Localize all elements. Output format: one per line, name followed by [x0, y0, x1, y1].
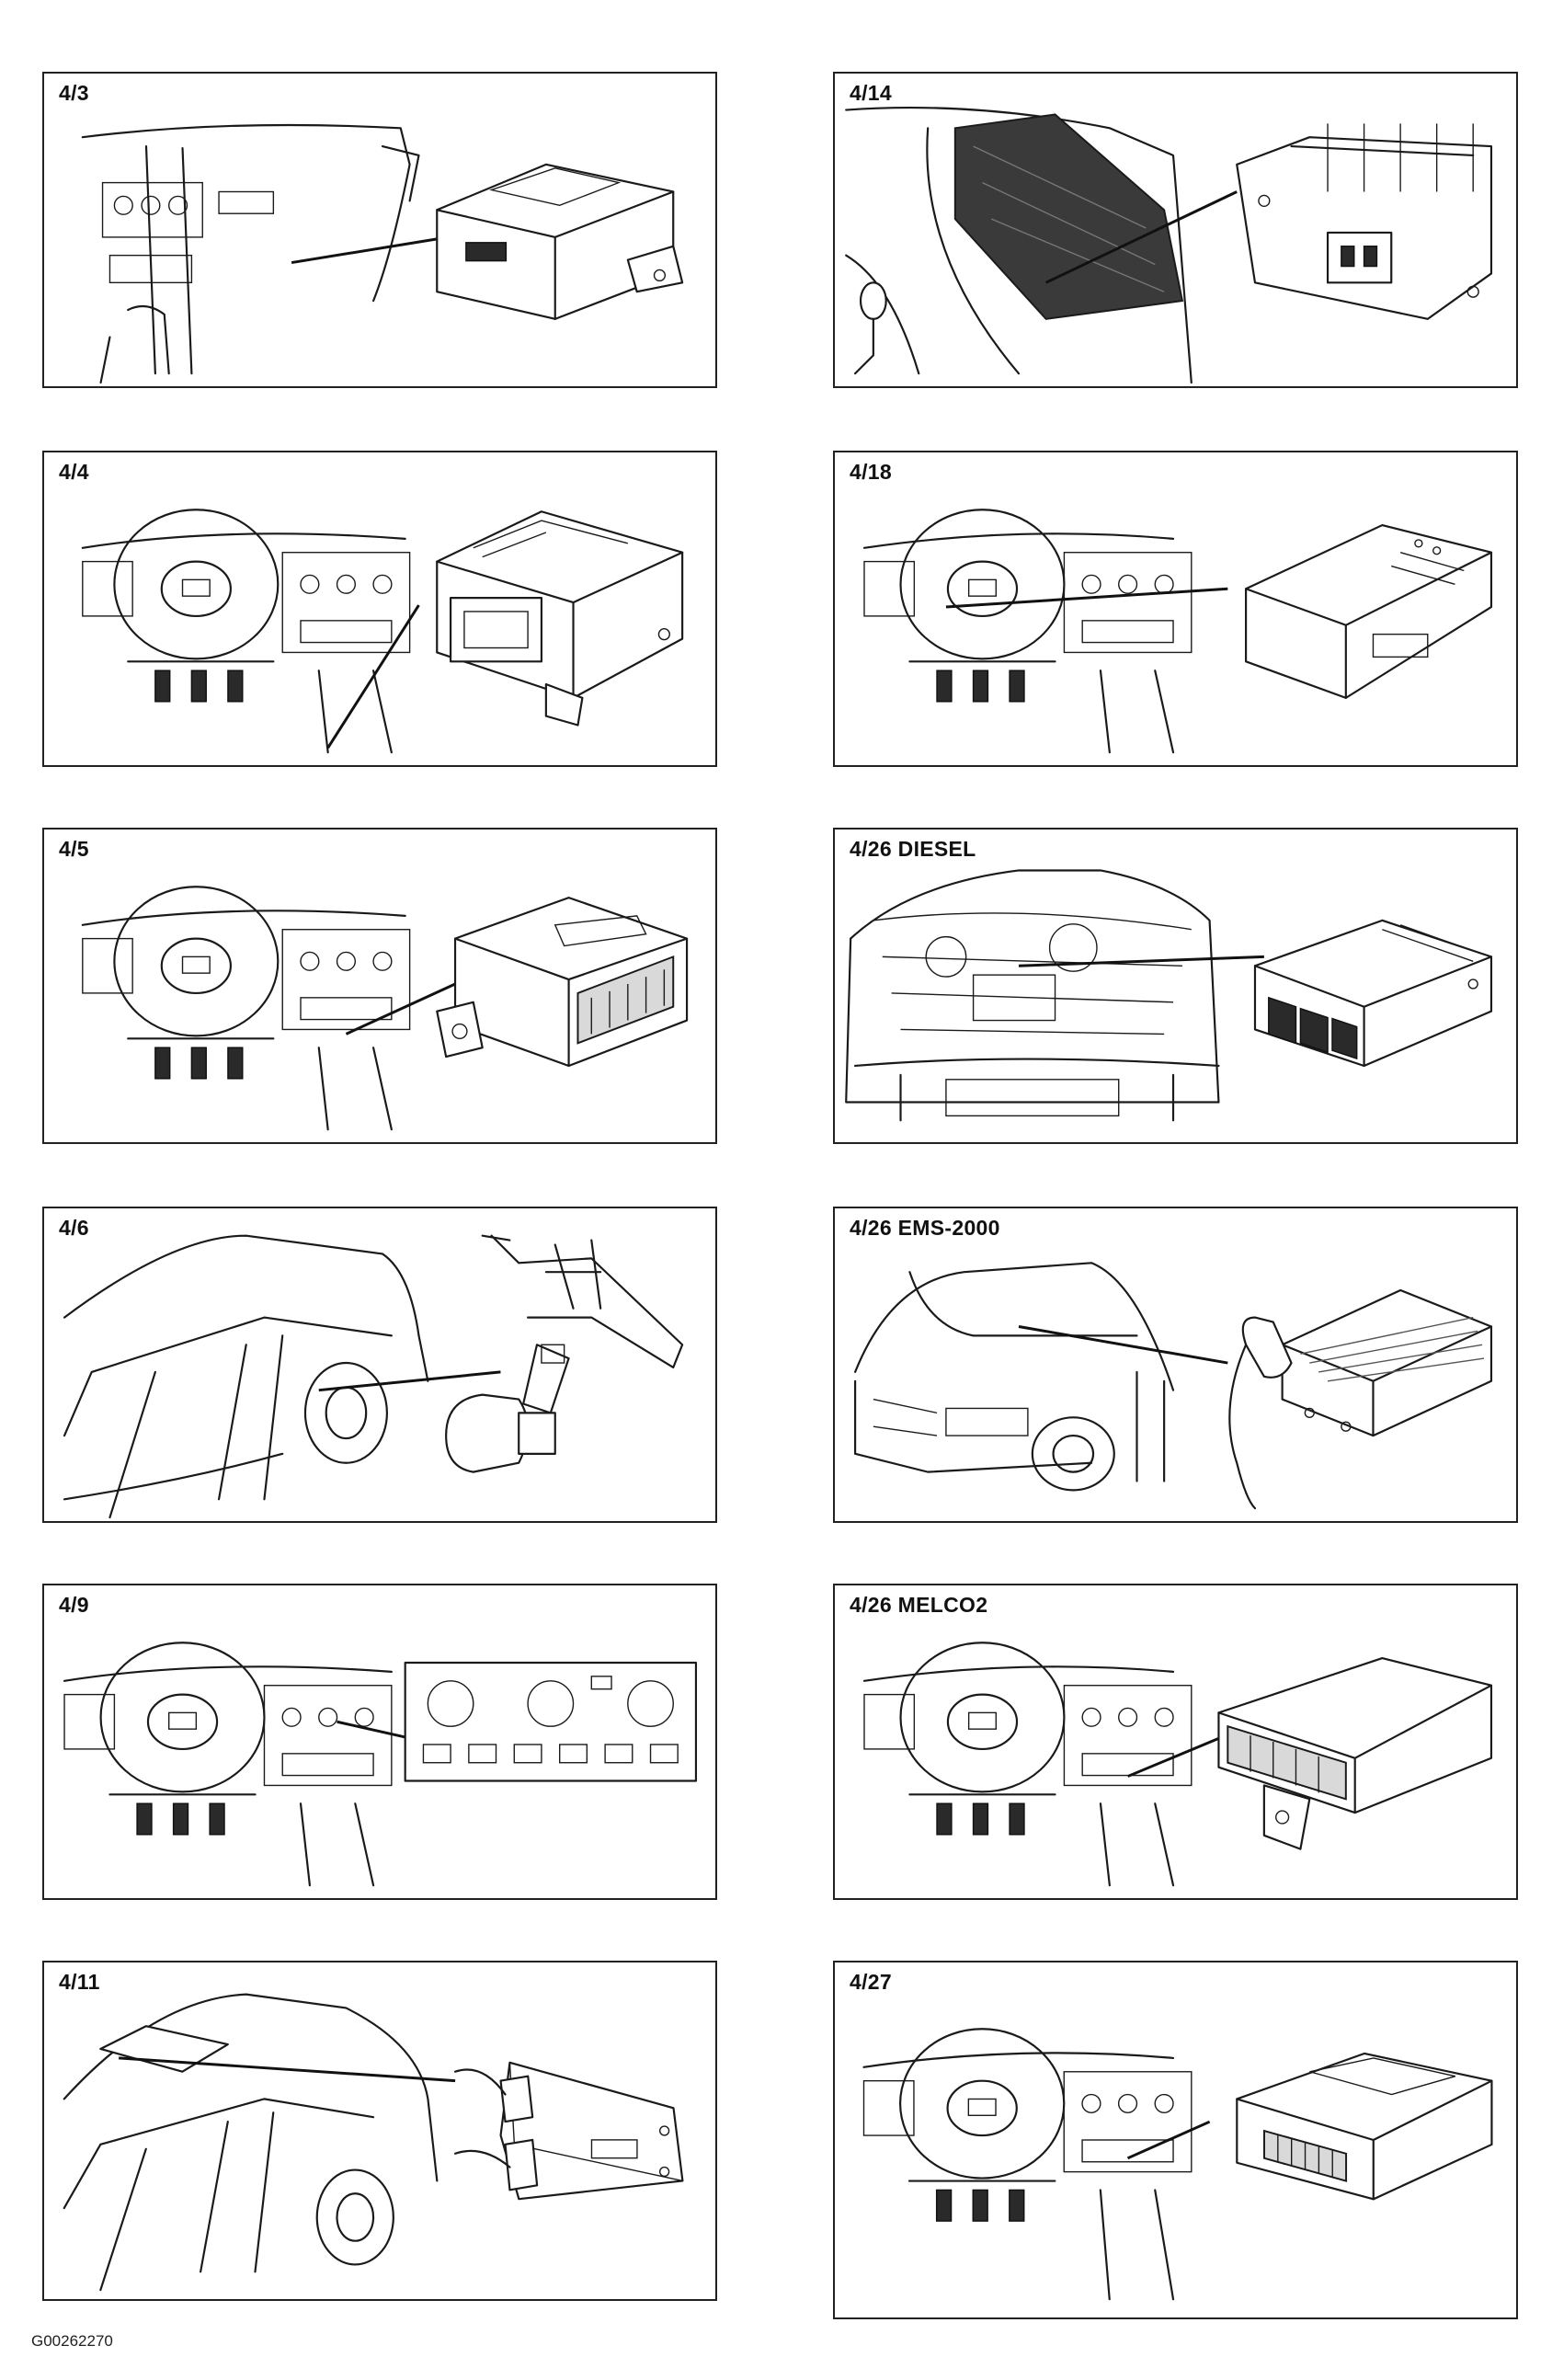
panel-label: 4/3: [57, 81, 91, 106]
engine-bay-illustration: [845, 869, 1264, 1122]
panel-label: 4/18: [848, 460, 894, 485]
panel-4-27: 4/27: [833, 1961, 1518, 2319]
control-module-side-connector: [1236, 2052, 1493, 2201]
ecu-with-cable: [1228, 1288, 1493, 1510]
dash-cluster-illustration: [81, 886, 456, 1131]
control-module-with-connector: [436, 897, 689, 1068]
panel-4-11: 4/11: [42, 1961, 717, 2301]
ecu-diesel: [1253, 919, 1493, 1068]
panel-4-26-ems-2000: 4/26 EMS-2000: [833, 1207, 1518, 1523]
ecu-with-bracket: [1217, 1656, 1493, 1850]
panel-label: 4/27: [848, 1970, 894, 1995]
panel-4-18: 4/18: [833, 451, 1518, 767]
panel-4-3: 4/3: [42, 72, 717, 388]
panel-label: 4/4: [57, 460, 91, 485]
panel-label: 4/9: [57, 1593, 91, 1618]
level-sensor: [445, 1344, 570, 1473]
panel-4-26-diesel: 4/26 DIESEL: [833, 828, 1518, 1144]
panel-label: 4/11: [57, 1970, 102, 1995]
panel-4-5: 4/5: [42, 828, 717, 1144]
panel-4-26-melco2: 4/26 MELCO2: [833, 1584, 1518, 1900]
control-module-flat-box: [436, 163, 684, 320]
dash-dark-fuse-illustration: [845, 107, 1238, 384]
sunroof-control-module: [454, 2061, 684, 2201]
dash-cluster-illustration: [63, 1642, 410, 1887]
dash-cluster-illustration: [862, 509, 1228, 754]
car-roof-illustration: [63, 1993, 456, 2292]
climate-control-panel: [404, 1661, 698, 1782]
panel-label: 4/26 DIESEL: [848, 837, 978, 862]
relay-module-finned: [1236, 123, 1493, 320]
dash-cluster-illustration: [81, 509, 420, 754]
dash-glovebox-illustration: [81, 123, 438, 384]
panel-4-9: 4/9: [42, 1584, 717, 1900]
car-side-rear-illustration: [63, 1234, 684, 1519]
control-module-slotted: [436, 510, 684, 727]
panel-4-4: 4/4: [42, 451, 717, 767]
dash-cluster-illustration: [862, 2028, 1211, 2301]
panel-label: 4/6: [57, 1216, 91, 1241]
panel-label: 4/14: [848, 81, 894, 106]
car-front-illustration: [854, 1262, 1228, 1492]
panel-label: 4/5: [57, 837, 91, 862]
drawing-id: G00262270: [31, 2332, 113, 2350]
panel-label: 4/26 EMS-2000: [848, 1216, 1002, 1241]
control-module-slim: [1245, 523, 1493, 699]
panel-4-14: 4/14: [833, 72, 1518, 388]
panel-4-6: 4/6: [42, 1207, 717, 1523]
panel-label: 4/26 MELCO2: [848, 1593, 990, 1618]
